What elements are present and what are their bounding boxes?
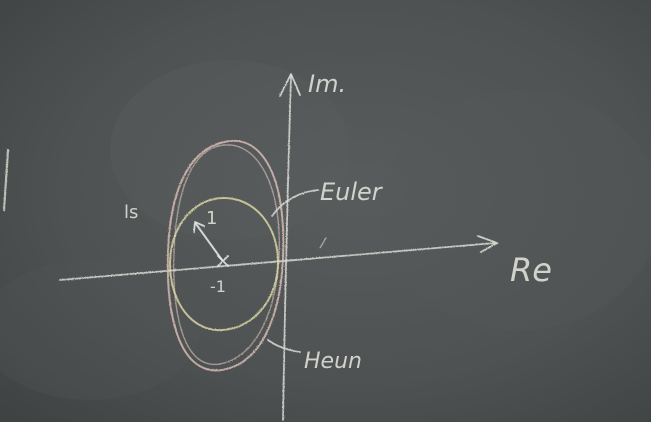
axis-tick-mark bbox=[319, 237, 327, 249]
euler-label: Euler bbox=[320, 178, 384, 206]
imaginary-axis-label: Im. bbox=[308, 70, 346, 98]
center-label: -1 bbox=[210, 277, 226, 296]
heun-stability-region bbox=[166, 139, 285, 372]
real-axis-label: Re bbox=[510, 251, 552, 289]
radius-label: 1 bbox=[206, 208, 217, 229]
radius-arrow-tip bbox=[193, 221, 205, 233]
heun-pointer-line bbox=[267, 339, 301, 353]
edge-mark bbox=[2, 148, 10, 212]
imaginary-axis-line bbox=[282, 75, 292, 421]
euler-pointer-line bbox=[271, 189, 319, 217]
heun-label: Heun bbox=[304, 349, 362, 374]
imaginary-axis-arrowhead bbox=[279, 73, 301, 97]
radius-line bbox=[195, 223, 223, 261]
side-mark-label: ls bbox=[124, 202, 138, 223]
euler-stability-disk bbox=[169, 197, 279, 332]
eraser-smudge bbox=[0, 260, 200, 400]
center-cross bbox=[217, 255, 229, 267]
real-axis-arrowhead bbox=[477, 235, 498, 253]
heun-stability-region-trace bbox=[173, 144, 280, 365]
eraser-smudge bbox=[380, 90, 651, 330]
